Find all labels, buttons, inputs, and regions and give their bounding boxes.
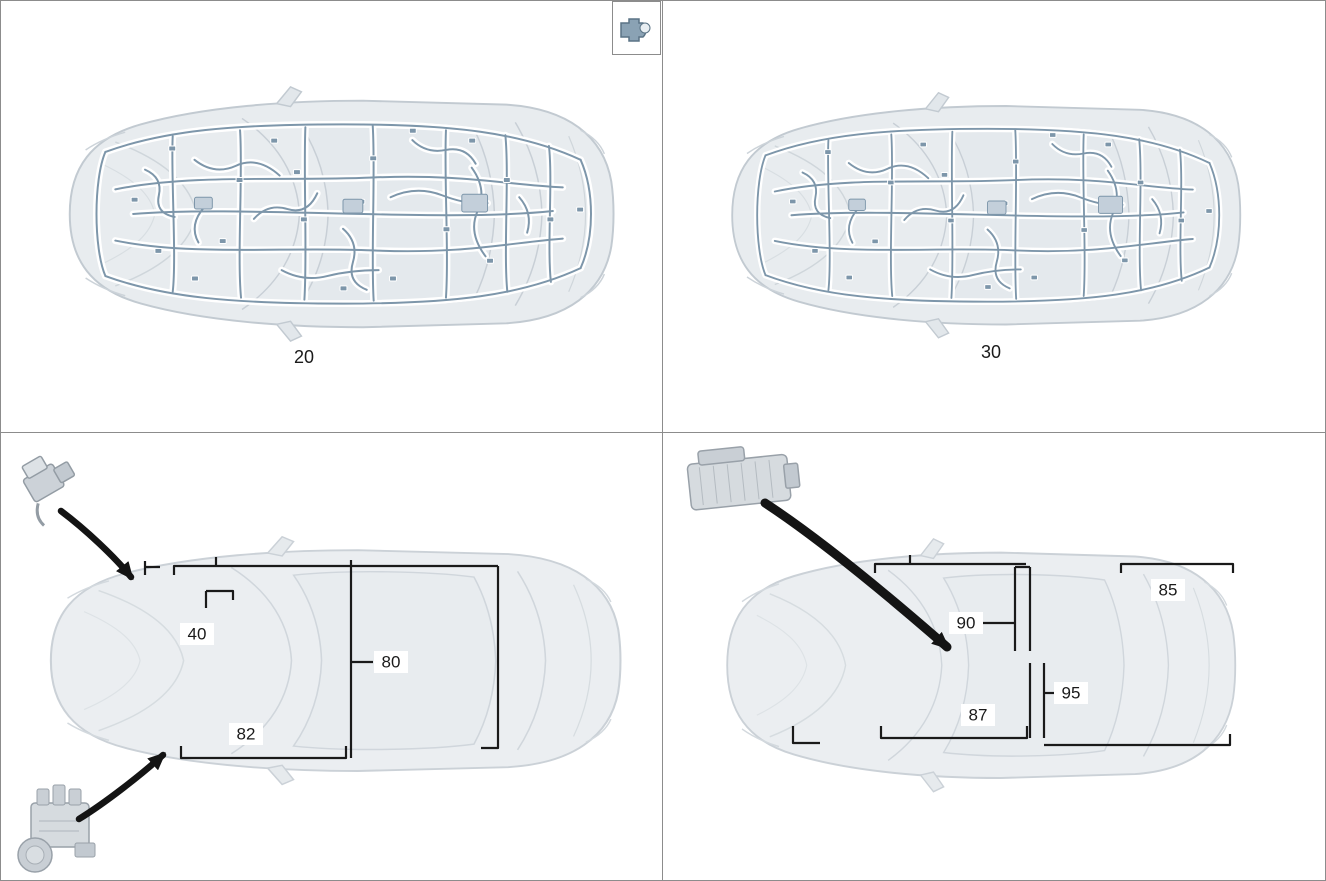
panel-divider-horizontal (1, 432, 1325, 433)
harness-legend-button[interactable] (612, 1, 661, 55)
panel-harness-30: 30 (663, 1, 1325, 433)
label-backing (180, 623, 214, 645)
label-backing (961, 704, 995, 726)
car-top-view (49, 535, 622, 786)
pointer-arrow-abs (75, 751, 167, 823)
part-callout-95[interactable]: 95 (1062, 684, 1081, 703)
callout-brackets-left (143, 557, 500, 760)
control-unit-illustration (686, 446, 801, 511)
part-callout-80[interactable]: 80 (382, 653, 401, 672)
label-backing (287, 346, 321, 368)
part-callout-90[interactable]: 90 (957, 614, 976, 633)
label-backing (949, 612, 983, 634)
part-callout-20[interactable]: 20 (294, 347, 314, 367)
label-backing (1151, 579, 1185, 601)
label-backing (374, 651, 408, 673)
panel-harness-locations-left: 40 80 82 (1, 433, 663, 880)
pointer-arrow-control-unit (760, 498, 952, 652)
panel-harness-20: 20 (1, 1, 663, 433)
part-callout-85[interactable]: 85 (1159, 581, 1178, 600)
callout-brackets-right (791, 555, 1235, 747)
pointer-arrow-connector (57, 507, 135, 581)
harness-connector-icon (619, 18, 650, 42)
part-callout-87[interactable]: 87 (969, 706, 988, 725)
part-callout-82[interactable]: 82 (237, 725, 256, 744)
abs-module-illustration (17, 784, 96, 873)
panel-harness-locations-right: 85 90 95 87 (663, 433, 1325, 880)
car-top-view (726, 537, 1237, 793)
label-backing (1054, 682, 1088, 704)
label-backing (229, 723, 263, 745)
panel-divider-vertical (662, 1, 663, 880)
part-callout-40[interactable]: 40 (188, 625, 207, 644)
part-callout-30[interactable]: 30 (981, 342, 1001, 362)
connector-component-illustration (21, 455, 76, 527)
label-backing (974, 341, 1008, 363)
